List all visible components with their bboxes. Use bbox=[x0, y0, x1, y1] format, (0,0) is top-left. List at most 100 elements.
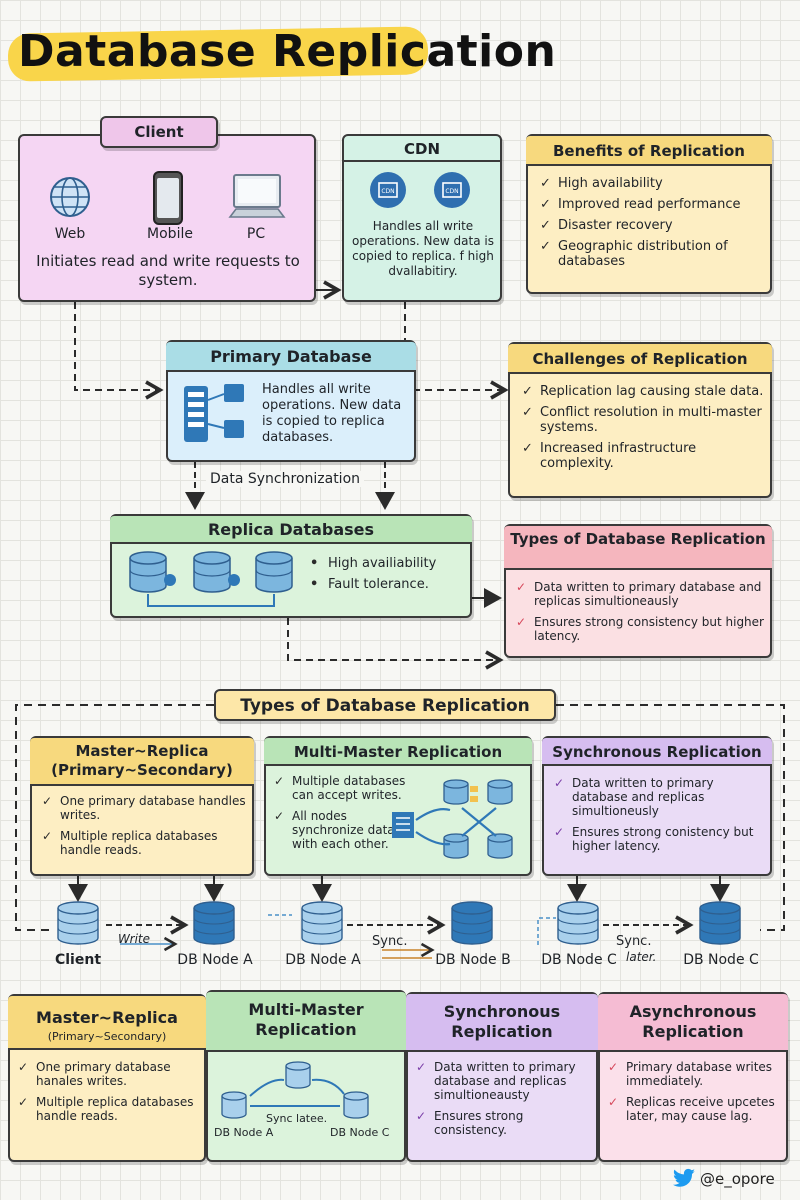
multi-master-item: ✓All nodes synchronize data with each ot… bbox=[274, 809, 395, 851]
challenge-item: ✓Increased infrastructure complexity. bbox=[522, 441, 697, 471]
sync-rep-list: ✓Data written to primary database and re… bbox=[552, 776, 768, 860]
bottom-node-a-label: DB Node A bbox=[214, 1126, 274, 1139]
bottom-sync-latee-label: Sync latee. bbox=[266, 1112, 328, 1125]
check-icon: ✓ bbox=[540, 239, 551, 254]
bottom-asynchronous-item: ✓Replicas receive upcetes later, may cau… bbox=[608, 1095, 775, 1123]
types-top-item: ✓Ensures strong consistency but higher l… bbox=[516, 615, 764, 643]
node-label-db-a-1: DB Node A bbox=[177, 952, 253, 968]
replica-db-list: •High availiability •Fault tolerance. bbox=[308, 556, 468, 598]
types-top-title: Types of Database Replication bbox=[504, 526, 772, 570]
bottom-master-replica-item: ✓Multiple replica databases handle reads… bbox=[18, 1095, 194, 1123]
cdn-description: Handles all write operations. New data i… bbox=[352, 219, 494, 278]
cdn-box bbox=[342, 134, 502, 302]
master-replica-item: ✓One primary database handles writes. bbox=[42, 794, 246, 822]
check-icon: ✓ bbox=[522, 384, 533, 399]
bottom-multi-master-diagram bbox=[214, 1060, 398, 1132]
check-icon: ✓ bbox=[274, 809, 285, 823]
check-icon: ✓ bbox=[554, 825, 565, 839]
check-icon: ✓ bbox=[522, 405, 533, 420]
device-web-label: Web bbox=[54, 226, 86, 242]
bottom-asynchronous-list: ✓Primary database writes immediately. ✓R… bbox=[606, 1060, 784, 1130]
client-description: Initiates read and write requests to sys… bbox=[36, 252, 300, 289]
node-label-db-a-2: DB Node A bbox=[285, 952, 361, 968]
check-icon: ✓ bbox=[516, 580, 527, 594]
web-icon bbox=[48, 175, 92, 223]
check-icon: ✓ bbox=[540, 197, 551, 212]
cdn-icon-2: CDN bbox=[432, 170, 472, 214]
check-icon: ✓ bbox=[416, 1060, 427, 1074]
multi-master-title: Multi-Master Replication bbox=[264, 738, 532, 766]
benefit-item: ✓Geographic distribution of databases bbox=[540, 239, 728, 269]
types-top-item: ✓Data written to primary database and re… bbox=[516, 580, 762, 608]
cdn-title: CDN bbox=[342, 136, 502, 162]
bottom-master-replica-header bbox=[8, 996, 206, 1050]
bottom-master-replica-item: ✓One primary database hanales writes. bbox=[18, 1060, 171, 1088]
check-icon: ✓ bbox=[608, 1060, 619, 1074]
node-label-client: Client bbox=[54, 952, 102, 968]
master-replica-list: ✓One primary database handles writes. ✓M… bbox=[40, 794, 250, 864]
node-label-db-b: DB Node B bbox=[435, 952, 511, 968]
bottom-asynchronous-title: Asynchronous Replication bbox=[598, 994, 788, 1052]
master-replica-item: ✓Multiple replica databases handle reads… bbox=[42, 829, 218, 857]
master-replica-title: Master~Replica (Primary~Secondary) bbox=[30, 738, 254, 786]
sync-rep-item: ✓Data written to primary database and re… bbox=[554, 776, 714, 818]
bullet-icon: • bbox=[310, 556, 319, 571]
check-icon: ✓ bbox=[274, 774, 285, 788]
page-title: Database Replication bbox=[18, 26, 557, 77]
check-icon: ✓ bbox=[540, 176, 551, 191]
check-icon: ✓ bbox=[416, 1109, 427, 1123]
primary-db-description: Handles all write operations. New data i… bbox=[262, 382, 402, 445]
benefit-item: ✓Disaster recovery bbox=[540, 218, 673, 233]
bottom-synchronous-item: ✓Ensures strong consistency. bbox=[416, 1109, 524, 1137]
types-top-list: ✓Data written to primary database and re… bbox=[514, 580, 766, 650]
multi-master-list: ✓Multiple databases can accept writes. ✓… bbox=[272, 774, 412, 858]
node-label-db-c-2: DB Node C bbox=[683, 952, 759, 968]
sync-label-mid: Sync. bbox=[372, 934, 408, 949]
cdn-icon-1: CDN bbox=[368, 170, 408, 214]
sync-rep-item: ✓Ensures strong conistency but higher la… bbox=[554, 825, 754, 853]
types-banner: Types of Database Replication bbox=[214, 689, 556, 721]
check-icon: ✓ bbox=[540, 218, 551, 233]
challenge-item: ✓Replication lag causing stale data. bbox=[522, 384, 764, 399]
svg-text:CDN: CDN bbox=[445, 188, 458, 195]
check-icon: ✓ bbox=[42, 829, 53, 843]
client-title: Client bbox=[100, 116, 218, 148]
mobile-icon bbox=[150, 170, 186, 230]
sync-later-label-2: later. bbox=[626, 950, 657, 964]
replica-item: •High availiability bbox=[310, 556, 437, 571]
sync-rep-title: Synchronous Replication bbox=[542, 738, 772, 766]
bottom-master-replica-list: ✓One primary database hanales writes. ✓M… bbox=[16, 1060, 202, 1130]
check-icon: ✓ bbox=[522, 441, 533, 456]
benefit-item: ✓Improved read performance bbox=[540, 197, 741, 212]
bullet-icon: • bbox=[310, 577, 319, 592]
data-sync-label: Data Synchronization bbox=[206, 471, 365, 487]
device-pc-label: PC bbox=[246, 226, 266, 242]
sync-later-label-1: Sync. bbox=[616, 934, 652, 949]
multi-master-item: ✓Multiple databases can accept writes. bbox=[274, 774, 406, 802]
bottom-synchronous-list: ✓Data written to primary database and re… bbox=[414, 1060, 596, 1144]
bottom-master-replica-title: Master~Replica bbox=[36, 1008, 178, 1027]
benefits-title: Benefits of Replication bbox=[526, 136, 772, 166]
replica-db-title: Replica Databases bbox=[110, 516, 472, 544]
twitter-icon bbox=[672, 1168, 696, 1194]
bottom-synchronous-item: ✓Data written to primary database and re… bbox=[416, 1060, 576, 1102]
bottom-asynchronous-item: ✓Primary database writes immediately. bbox=[608, 1060, 773, 1088]
svg-text:CDN: CDN bbox=[381, 188, 394, 195]
multi-master-diagram-icon bbox=[386, 776, 526, 870]
bottom-node-c-label: DB Node C bbox=[330, 1126, 390, 1139]
challenge-item: ✓Conflict resolution in multi-master sys… bbox=[522, 405, 762, 435]
pc-icon bbox=[228, 173, 286, 227]
replica-item: •Fault tolerance. bbox=[310, 577, 429, 592]
challenges-title: Challenges of Replication bbox=[508, 344, 772, 374]
write-label: Write bbox=[118, 932, 151, 946]
node-label-db-c-1: DB Node C bbox=[541, 952, 617, 968]
check-icon: ✓ bbox=[42, 794, 53, 808]
replica-db-icons bbox=[124, 548, 300, 618]
check-icon: ✓ bbox=[18, 1060, 29, 1074]
check-icon: ✓ bbox=[554, 776, 565, 790]
check-icon: ✓ bbox=[18, 1095, 29, 1109]
bottom-multi-master-title: Multi-Master Replication bbox=[206, 992, 406, 1052]
primary-db-title: Primary Database bbox=[166, 342, 416, 372]
benefit-item: ✓High availability bbox=[540, 176, 663, 191]
bottom-synchronous-title: Synchronous Replication bbox=[406, 994, 598, 1052]
